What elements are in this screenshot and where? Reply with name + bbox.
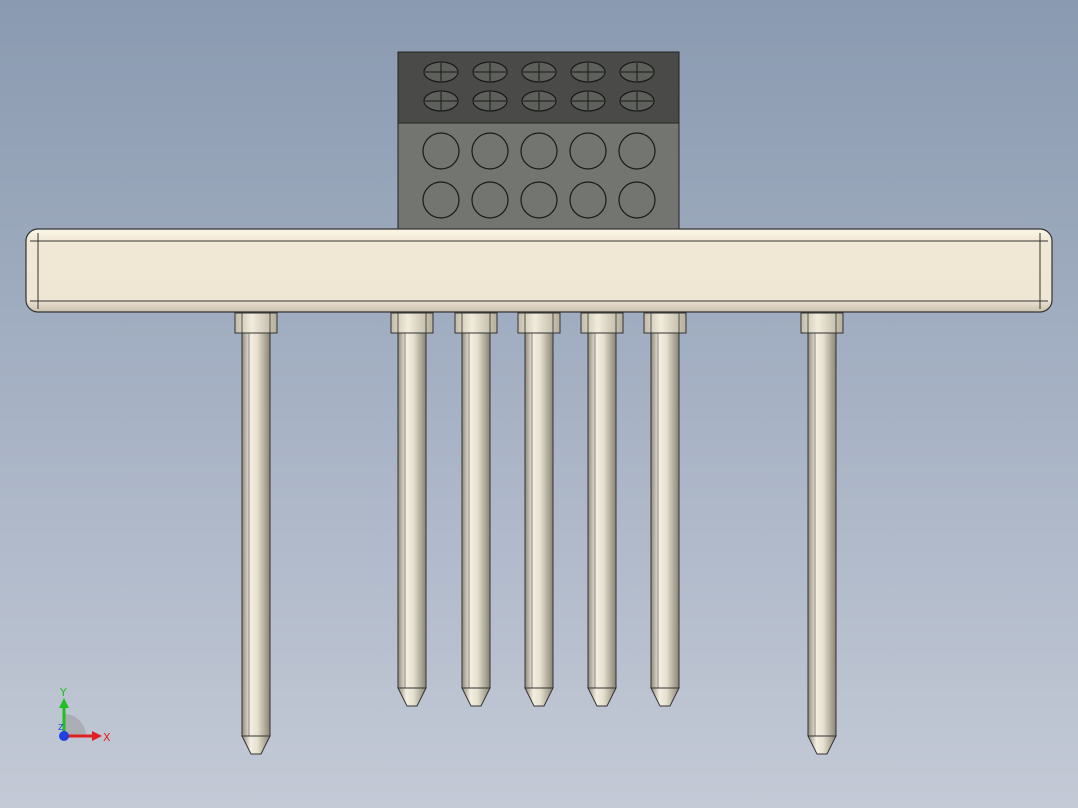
- contact-hole: [520, 132, 558, 170]
- terminal-screw-hole: [521, 61, 557, 83]
- contact-hole: [618, 181, 656, 219]
- contact-hole: [569, 181, 607, 219]
- short-pin: [580, 312, 624, 707]
- short-pin: [390, 312, 434, 707]
- y-axis-head: [59, 698, 69, 708]
- x-axis-head: [92, 731, 102, 741]
- long-pin: [800, 312, 844, 755]
- contact-hole: [471, 132, 509, 170]
- terminal-screw-holes: [423, 61, 655, 112]
- terminal-screw-hole: [521, 90, 557, 112]
- y-axis-label: Y: [59, 686, 67, 699]
- contact-hole: [422, 132, 460, 170]
- axis-triad[interactable]: Y X Z: [40, 680, 130, 760]
- short-pin: [454, 312, 498, 707]
- short-pin: [643, 312, 687, 707]
- terminal-screw-hole: [423, 90, 459, 112]
- terminal-screw-hole: [472, 90, 508, 112]
- terminal-screw-hole: [570, 61, 606, 83]
- terminal-screw-hole: [619, 90, 655, 112]
- short-pin: [517, 312, 561, 707]
- contact-hole: [422, 181, 460, 219]
- long-pin: [234, 312, 278, 755]
- z-axis-label: Z: [58, 723, 64, 732]
- terminal-screw-hole: [472, 61, 508, 83]
- contact-holes: [422, 132, 656, 219]
- contact-hole: [618, 132, 656, 170]
- triad-arc: [64, 714, 86, 736]
- contact-hole: [569, 132, 607, 170]
- contact-hole: [520, 181, 558, 219]
- x-axis-label: X: [103, 731, 111, 744]
- terminal-screw-hole: [423, 61, 459, 83]
- pins: [234, 312, 844, 755]
- terminal-screw-hole: [570, 90, 606, 112]
- contact-hole: [471, 181, 509, 219]
- terminal-screw-hole: [619, 61, 655, 83]
- z-axis-dot: [59, 731, 69, 741]
- connector-body: [25, 228, 1053, 313]
